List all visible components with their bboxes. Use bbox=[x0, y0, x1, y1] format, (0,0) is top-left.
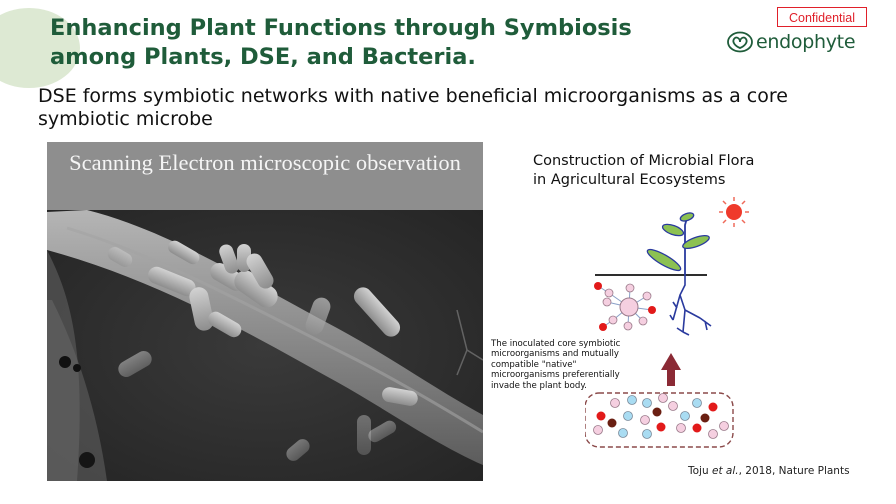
slide-title-line-1: Enhancing Plant Functions through Symbio… bbox=[50, 15, 632, 41]
diagram-title-line-1: Construction of Microbial Flora bbox=[533, 153, 755, 169]
slide-subtitle: DSE forms symbiotic networks with native… bbox=[38, 85, 788, 130]
decorative-circle bbox=[0, 8, 80, 88]
endophyte-logo: endophyte bbox=[727, 31, 856, 53]
citation-author: Toju bbox=[688, 465, 709, 477]
diagram-title-line-2: in Agricultural Ecosystems bbox=[533, 172, 726, 188]
microbial-network-icon bbox=[594, 282, 656, 331]
logo-leaf-icon bbox=[727, 31, 753, 53]
microbial-flora-diagram bbox=[585, 197, 749, 448]
plant-icon bbox=[595, 212, 712, 336]
soil-microbe-pool-icon bbox=[585, 392, 734, 448]
sem-image bbox=[47, 210, 483, 481]
slide-title-line-2: among Plants, DSE, and Bacteria. bbox=[50, 44, 476, 70]
sem-header: Scanning Electron microscopic observatio… bbox=[47, 142, 483, 210]
citation-rest: , 2018, Nature Plants bbox=[738, 465, 850, 477]
citation-etal: et al. bbox=[711, 465, 739, 477]
slide-title: Enhancing Plant Functions through Symbio… bbox=[50, 14, 632, 72]
logo-text: endophyte bbox=[756, 31, 856, 53]
diagram-note: The inoculated core symbiotic microorgan… bbox=[491, 339, 621, 391]
arrow-up-icon bbox=[661, 353, 681, 386]
sun-icon bbox=[719, 197, 749, 227]
diagram-title: Construction of Microbial Flora in Agric… bbox=[533, 152, 754, 190]
sem-panel: Scanning Electron microscopic observatio… bbox=[47, 142, 483, 481]
confidential-badge: Confidential bbox=[777, 7, 867, 27]
citation: Toju et al., 2018, Nature Plants bbox=[688, 465, 850, 477]
